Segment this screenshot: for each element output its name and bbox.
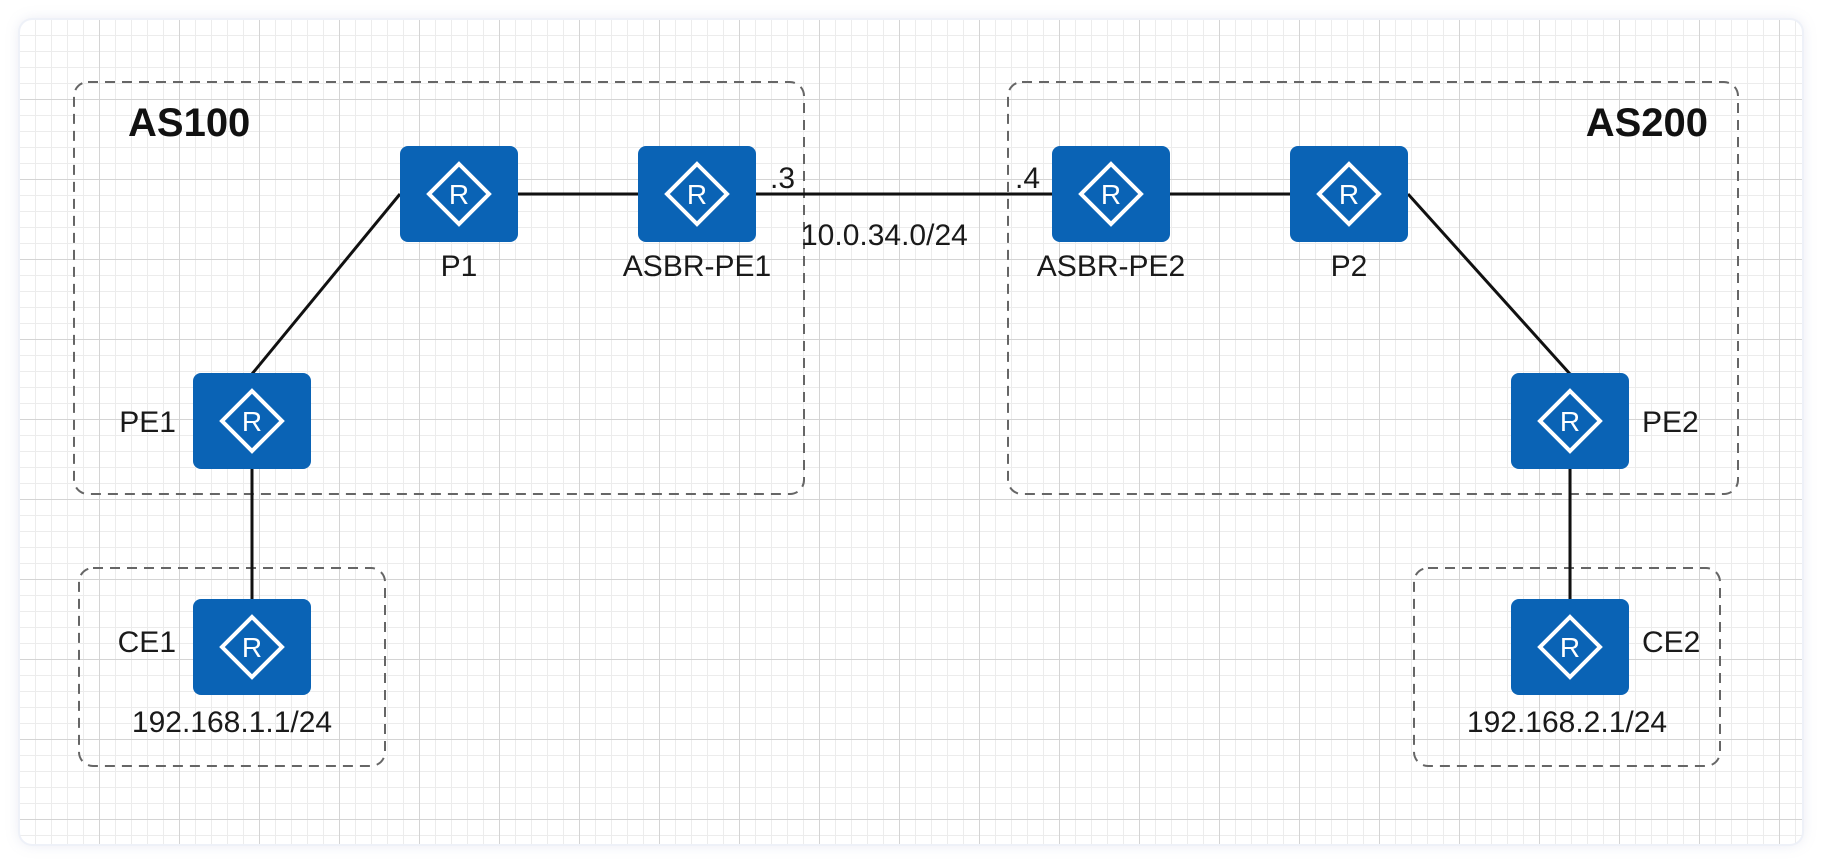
router-icon [1511,599,1629,695]
router-p1-label: P1 [441,250,478,283]
router-symbol: R [1339,179,1359,210]
router-asbr-pe2-label: ASBR-PE2 [1037,250,1185,283]
router-p1[interactable]: R [400,146,518,242]
router-symbol: R [242,406,262,437]
router-diamond-icon [1316,161,1382,227]
router-ce2-label: CE2 [1642,626,1700,659]
router-pe1-label: PE1 [119,406,176,439]
router-asbr-pe1-label: ASBR-PE1 [623,250,771,283]
router-icon [193,599,311,695]
router-ce1[interactable]: R [193,599,311,695]
router-symbol: R [1101,179,1121,210]
router-asbr-pe1[interactable]: R [638,146,756,242]
router-pe2-label: PE2 [1642,406,1699,439]
router-symbol: R [242,632,262,663]
router-icon [1290,146,1408,242]
router-icon [638,146,756,242]
asbr-pe2-host-label: .4 [1015,162,1040,195]
router-symbol: R [1560,406,1580,437]
router-diamond-icon [1537,388,1603,454]
site1-zone[interactable] [78,567,386,767]
router-symbol: R [687,179,707,210]
router-diamond-icon [1537,614,1603,680]
ce2-address: 192.168.2.1/24 [1467,706,1667,739]
asbr-pe1-host-label: .3 [770,162,795,195]
router-diamond-icon [664,161,730,227]
router-diamond-icon [1078,161,1144,227]
router-icon [193,373,311,469]
router-ce2[interactable]: R [1511,599,1629,695]
router-p2[interactable]: R [1290,146,1408,242]
router-icon [1052,146,1170,242]
as200-zone[interactable] [1007,81,1739,495]
router-ce1-label: CE1 [118,626,176,659]
router-symbol: R [1560,632,1580,663]
link-p2-pe2[interactable] [1406,192,1572,376]
router-pe2[interactable]: R [1511,373,1629,469]
router-pe1[interactable]: R [193,373,311,469]
as100-zone[interactable] [73,81,805,495]
site2-zone[interactable] [1413,567,1721,767]
interas-subnet-label: 10.0.34.0/24 [801,219,968,252]
as100-title: AS100 [128,101,250,145]
router-asbr-pe2[interactable]: R [1052,146,1170,242]
router-diamond-icon [426,161,492,227]
router-symbol: R [449,179,469,210]
router-diamond-icon [219,614,285,680]
router-diamond-icon [219,388,285,454]
router-p2-label: P2 [1331,250,1368,283]
router-icon [400,146,518,242]
grid-canvas [20,20,1802,844]
router-icon [1511,373,1629,469]
link-pe1-p1[interactable] [250,193,402,375]
as200-title: AS200 [1586,101,1708,145]
ce1-address: 192.168.1.1/24 [132,706,332,739]
